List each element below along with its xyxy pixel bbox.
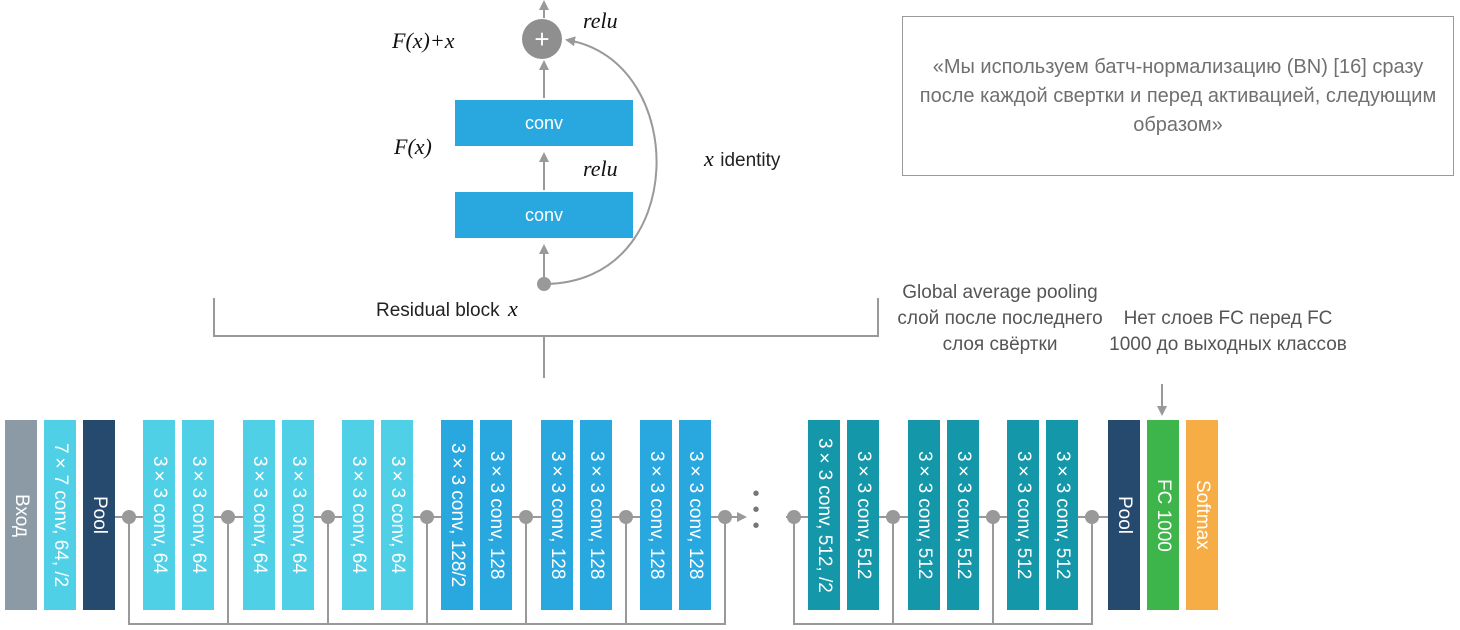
junction-node: [519, 510, 533, 524]
junction-node: [122, 510, 136, 524]
layer-label: 3×3 conv, 512: [914, 450, 935, 580]
layer-22: Pool: [1108, 420, 1140, 610]
layer-19: 3×3 conv, 512: [947, 420, 979, 610]
layer-8: 3×3 conv, 64: [342, 420, 374, 610]
layer-label: 3×3 conv, 512, /2: [814, 437, 835, 593]
quote-text: «Мы используем батч-нормализацию (BN) [1…: [919, 55, 1437, 136]
skip-connection: [625, 517, 726, 625]
nofc-note: Нет слоев FC перед FC 1000 до выходных к…: [1109, 308, 1347, 355]
fx-label: F(x): [394, 134, 432, 159]
layer-6: 3×3 conv, 64: [243, 420, 275, 610]
layer-label: 3×3 conv, 512: [1013, 450, 1034, 580]
layer-12: 3×3 conv, 128: [541, 420, 573, 610]
layer-7: 3×3 conv, 64: [282, 420, 314, 610]
identity-x: x: [704, 146, 714, 171]
layer-label: 3×3 conv, 128: [646, 450, 667, 580]
gap-note: Global average pooling слой после послед…: [897, 282, 1103, 355]
junction-node: [420, 510, 434, 524]
relu-top-label: relu: [583, 8, 618, 33]
layer-20: 3×3 conv, 512: [1007, 420, 1039, 610]
residual-block-arrows: [539, 0, 658, 285]
layer-label: 3×3 conv, 128: [586, 450, 607, 580]
layer-label: Pool: [89, 495, 110, 535]
conv-top-box: conv: [455, 100, 633, 146]
layer-21: 3×3 conv, 512: [1046, 420, 1078, 610]
residual-caption-text: Residual block: [376, 300, 500, 321]
layer-10: 3×3 conv, 128/2: [441, 420, 473, 610]
junction-node: [986, 510, 1000, 524]
layer-label: FC 1000: [1153, 478, 1174, 552]
layer-1: Вход: [5, 420, 37, 610]
identity-label: x identity: [704, 146, 780, 172]
junction-node: [221, 510, 235, 524]
junction-node: [321, 510, 335, 524]
layer-14: 3×3 conv, 128: [640, 420, 672, 610]
layer-18: 3×3 conv, 512: [908, 420, 940, 610]
layer-24: Softmax: [1186, 420, 1218, 610]
junction-node: [886, 510, 900, 524]
layer-16: 3×3 conv, 512, /2: [808, 420, 840, 610]
layer-9: 3×3 conv, 64: [381, 420, 413, 610]
layer-label: 3×3 conv, 64: [288, 456, 309, 574]
layer-label: 3×3 conv, 512: [953, 450, 974, 580]
junction-node: [787, 510, 801, 524]
layer-label: 3×3 conv, 128: [685, 450, 706, 580]
layer-label: Вход: [11, 493, 32, 537]
plus-icon: +: [522, 19, 562, 59]
ellipsis-dots: •••: [752, 483, 760, 537]
layer-label: 3×3 conv, 64: [249, 456, 270, 574]
layer-label: 3×3 conv, 64: [387, 456, 408, 574]
layer-label: 3×3 conv, 128/2: [447, 442, 468, 588]
output-label: F(x)+x: [392, 28, 455, 53]
layer-label: 7×7 conv, 64, /2: [50, 442, 71, 588]
layer-5: 3×3 conv, 64: [182, 420, 214, 610]
conv-bottom-box: conv: [455, 192, 633, 238]
layer-label: 3×3 conv, 512: [853, 450, 874, 580]
layer-17: 3×3 conv, 512: [847, 420, 879, 610]
layer-23: FC 1000: [1147, 420, 1179, 610]
network-lines: [115, 510, 1108, 625]
layer-label: 3×3 conv, 128: [486, 450, 507, 580]
junction-node: [619, 510, 633, 524]
layer-label: 3×3 conv, 64: [149, 456, 170, 574]
layer-2: 7×7 conv, 64, /2: [44, 420, 76, 610]
layer-label: 3×3 conv, 64: [348, 456, 369, 574]
residual-input-node: [537, 277, 551, 291]
layer-label: 3×3 conv, 512: [1052, 450, 1073, 580]
layer-15: 3×3 conv, 128: [679, 420, 711, 610]
relu-mid-label: relu: [583, 156, 618, 181]
quote-box: «Мы используем батч-нормализацию (BN) [1…: [902, 16, 1454, 176]
layer-13: 3×3 conv, 128: [580, 420, 612, 610]
identity-arc: [543, 36, 658, 285]
residual-caption-x: x: [508, 296, 518, 321]
skip-connection: [992, 517, 1093, 625]
bracket: [213, 298, 879, 378]
layer-label: 3×3 conv, 64: [188, 456, 209, 574]
layer-label: Softmax: [1192, 480, 1213, 550]
layer-label: Pool: [1114, 495, 1135, 535]
layer-label: 3×3 conv, 128: [547, 450, 568, 580]
layer-11: 3×3 conv, 128: [480, 420, 512, 610]
junction-node: [1085, 510, 1099, 524]
layer-3: Pool: [83, 420, 115, 610]
layer-4: 3×3 conv, 64: [143, 420, 175, 610]
junction-node: [718, 510, 732, 524]
identity-text: identity: [720, 150, 781, 171]
residual-caption: Residual block x: [376, 296, 518, 322]
